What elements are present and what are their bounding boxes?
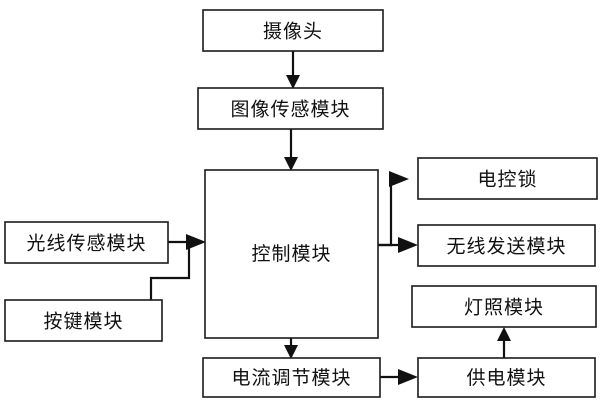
connector-layer — [149, 51, 511, 385]
node-image-sensor-label: 图像传感模块 — [230, 99, 350, 121]
node-camera[interactable]: 摄像头 — [202, 9, 384, 52]
node-power-supply[interactable]: 供电模块 — [417, 357, 596, 398]
node-electric-lock[interactable]: 电控锁 — [417, 157, 598, 200]
node-control-module[interactable]: 控制模块 — [204, 169, 379, 339]
node-camera-label: 摄像头 — [263, 21, 323, 43]
edge-key-module-to-control — [149, 242, 191, 300]
node-lighting-module[interactable]: 灯照模块 — [411, 285, 597, 328]
node-key-module[interactable]: 按键模块 — [4, 299, 163, 342]
edge-control-to-e-lock — [378, 171, 409, 247]
edge-image-sensor-to-control — [284, 129, 298, 171]
node-current-adjust-label: 电流调节模块 — [231, 367, 351, 389]
node-control-module-label: 控制模块 — [251, 243, 331, 265]
node-current-adjust[interactable]: 电流调节模块 — [202, 357, 381, 398]
edge-current-adj-to-power — [380, 369, 418, 385]
edge-power-to-lighting — [497, 327, 511, 358]
node-wireless-transmit[interactable]: 无线发送模块 — [417, 224, 596, 267]
node-image-sensor[interactable]: 图像传感模块 — [197, 87, 384, 130]
edge-light-sensor-to-control — [168, 234, 206, 250]
node-light-sensor-label: 光线传感模块 — [26, 233, 146, 255]
edge-camera-to-image-sensor — [286, 51, 300, 89]
node-electric-lock-label: 电控锁 — [477, 169, 537, 191]
node-light-sensor[interactable]: 光线传感模块 — [4, 221, 169, 264]
node-power-supply-label: 供电模块 — [466, 367, 546, 389]
node-wireless-transmit-label: 无线发送模块 — [446, 236, 566, 258]
edge-control-to-wireless-tx — [378, 237, 418, 253]
edge-control-to-current-adj — [284, 338, 298, 359]
node-lighting-module-label: 灯照模块 — [464, 297, 544, 319]
node-key-module-label: 按键模块 — [43, 311, 123, 333]
